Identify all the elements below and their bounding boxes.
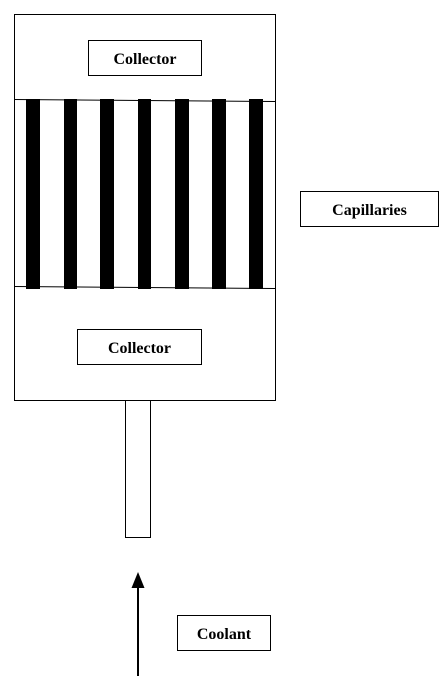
bottom-collector-box <box>77 329 202 365</box>
capillary-tube <box>64 99 77 289</box>
capillaries-box <box>300 191 439 227</box>
capillary-tube <box>100 99 114 289</box>
bottom-collector-label: Collector <box>108 340 171 357</box>
top-collector-label: Collector <box>113 51 176 68</box>
capillary-tube <box>175 99 189 289</box>
coolant-label: Coolant <box>197 626 252 643</box>
coolant-box <box>177 615 271 651</box>
top-collector-box <box>88 40 202 76</box>
coolant-arrow-head-icon <box>131 572 145 588</box>
capillary-tube <box>249 99 263 289</box>
capillaries-label: Capillaries <box>332 202 407 219</box>
capillary-tube <box>212 99 226 289</box>
inlet-pipe <box>125 400 151 538</box>
capillary-tube <box>138 99 151 289</box>
capillary-tubes <box>26 99 263 289</box>
capillary-tube <box>26 99 40 289</box>
